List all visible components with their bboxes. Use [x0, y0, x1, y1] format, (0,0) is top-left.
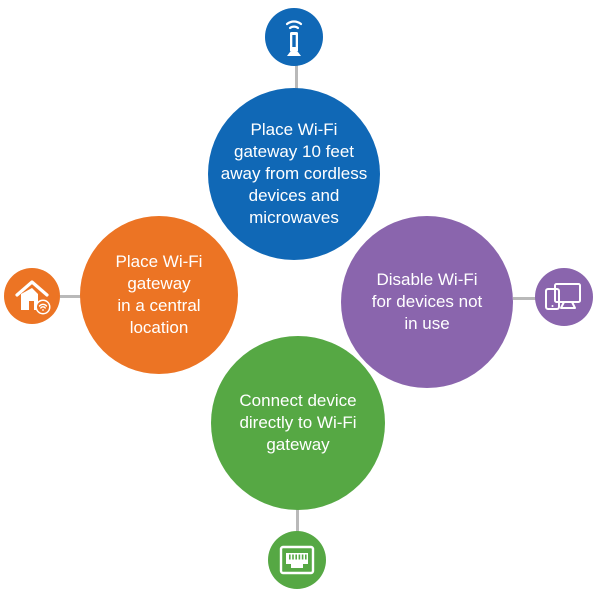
tip-circle-left: Place Wi-Fi gateway in a central locatio… [80, 216, 238, 374]
tip-text-bottom: Connect device directly to Wi-Fi gateway [239, 391, 357, 454]
devices-icon [535, 268, 593, 326]
connector-left [60, 295, 86, 298]
home-wifi-icon [4, 268, 60, 324]
tip-circle-top: Place Wi-Fi gateway 10 feet away from co… [208, 88, 380, 260]
ethernet-port-icon [268, 531, 326, 589]
connector-top [295, 60, 298, 108]
connector-right [513, 297, 538, 300]
wifi-router-icon [265, 8, 323, 66]
tip-text-right: Disable Wi-Fi for devices not in use [371, 270, 483, 333]
connector-bottom [296, 506, 299, 532]
tip-text-top: Place Wi-Fi gateway 10 feet away from co… [220, 120, 368, 227]
tip-circle-right: Disable Wi-Fi for devices not in use [341, 216, 513, 388]
tip-text-left: Place Wi-Fi gateway in a central locatio… [115, 252, 203, 337]
tip-circle-bottom: Connect device directly to Wi-Fi gateway [211, 336, 385, 510]
